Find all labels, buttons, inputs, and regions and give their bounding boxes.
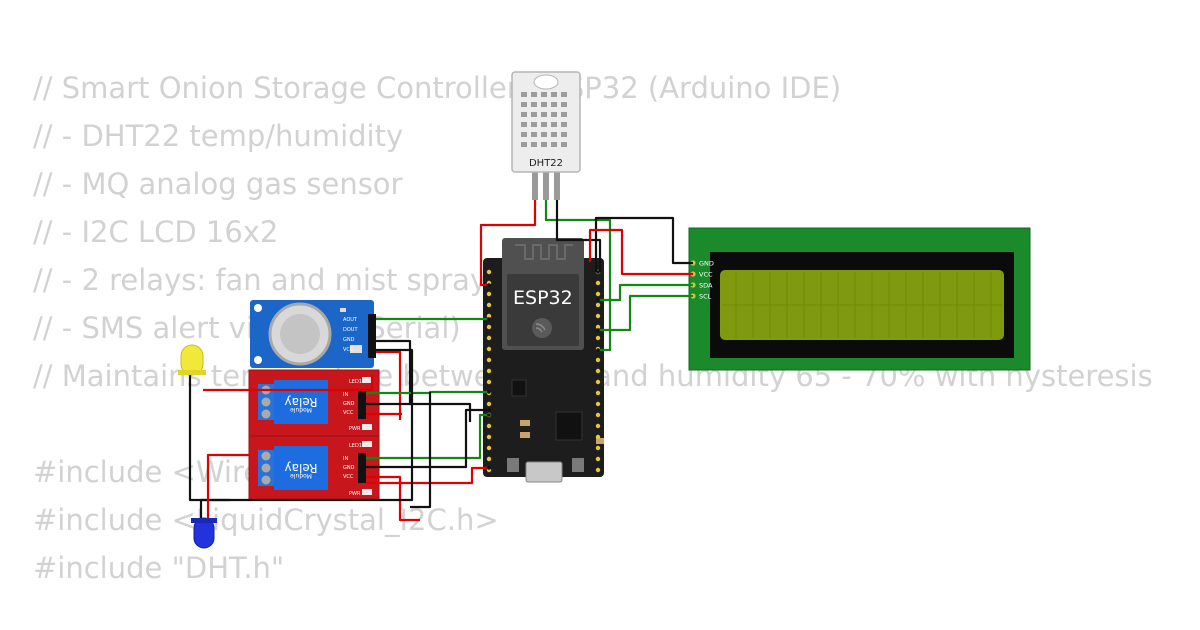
gas-pin-label: DOUT: [343, 327, 358, 333]
esp32-left-pins: [486, 269, 492, 473]
lcd-display[interactable]: GND VCC SDA SCL: [688, 227, 1031, 371]
wire-endpoints: [487, 270, 600, 470]
code-line: #include "DHT.h": [33, 551, 285, 585]
relay-sublabel: Module: [290, 472, 312, 479]
code-line: #include <LiquidCrystal_I2C.h>: [33, 503, 499, 537]
gas-pin-label: GND: [343, 337, 355, 343]
lcd-pin-label: VCC: [699, 271, 713, 279]
wires: [188, 200, 693, 522]
lcd-pin-label: SCL: [699, 293, 712, 301]
lcd-pin-label: SDA: [699, 282, 713, 290]
relay-pwr-label: PWR: [349, 426, 361, 432]
relay-module-fan[interactable]: Relay Module LED1 PWR IN GND VCC: [248, 369, 380, 437]
relay-led-label: LED1: [349, 379, 362, 385]
dht22-label: DHT22: [529, 158, 563, 169]
relay-pin-label: GND: [343, 465, 355, 471]
relay-led-label: LED1: [349, 443, 362, 449]
code-line: // - MQ analog gas sensor: [33, 167, 403, 201]
espressif-logo-icon: [532, 318, 552, 338]
esp32-label: ESP32: [513, 287, 573, 309]
relay-label: Relay: [285, 395, 318, 409]
relay-module-mist[interactable]: Relay Module LED1 PWR IN GND VCC: [248, 435, 380, 501]
relay-sublabel: Module: [290, 406, 312, 413]
relay-pin-label: IN: [343, 392, 348, 398]
blue-led[interactable]: [191, 517, 217, 549]
relay-pin-label: GND: [343, 401, 355, 407]
relay-label: Relay: [285, 461, 318, 475]
esp32-board[interactable]: ESP32: [483, 238, 604, 483]
relay-pin-label: VCC: [343, 410, 354, 416]
lcd-pin-label: GND: [699, 260, 714, 268]
dht22-grille: [521, 92, 567, 147]
yellow-led[interactable]: [178, 344, 206, 376]
relay-pin-label: VCC: [343, 474, 354, 480]
usb-port-icon: [525, 461, 563, 483]
relay-pwr-label: PWR: [349, 491, 361, 497]
gas-sensor-module[interactable]: AOUT DOUT GND VCC: [250, 300, 376, 368]
code-line: // - I2C LCD 16x2: [33, 215, 279, 249]
relay-pin-label: IN: [343, 456, 348, 462]
dht22-sensor[interactable]: DHT22: [511, 71, 581, 200]
code-line: // - DHT22 temp/humidity: [33, 119, 404, 153]
gas-pin-label: VCC: [343, 347, 354, 353]
gas-pin-label: AOUT: [343, 317, 358, 323]
